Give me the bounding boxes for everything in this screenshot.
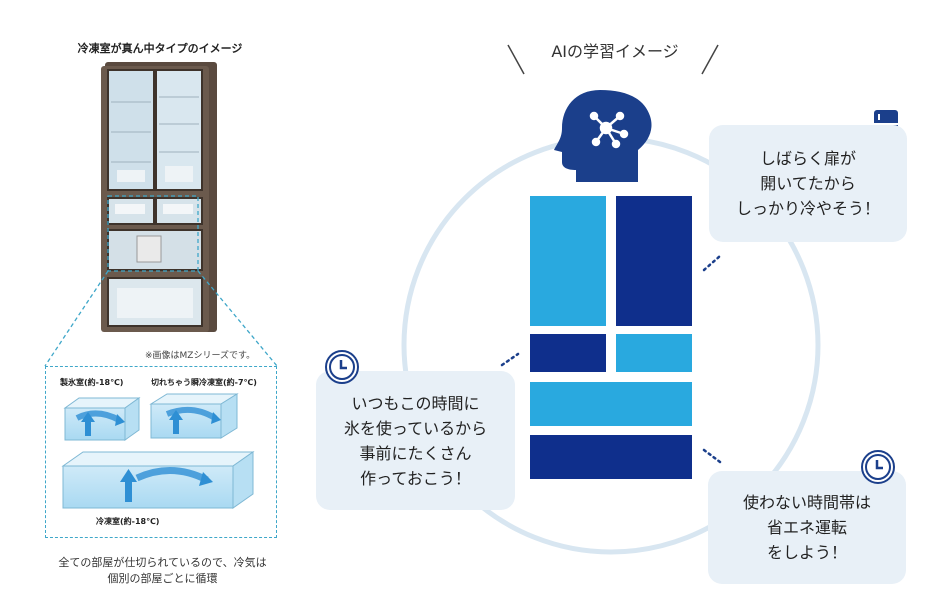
block-freezer-room [530,382,692,426]
freezer-compartment-box [61,451,255,509]
connector-door [702,254,722,272]
freezer-compartment-label: 冷凍室(約-18℃) [96,517,160,526]
title-slash-right [701,44,719,75]
refrigerator-image [101,62,217,332]
title-slash-left [507,44,525,75]
clock-icon [861,450,895,484]
soft-freeze-compartment-label: 切れちゃう瞬冷凍室(約-7℃) [151,378,257,387]
ai-head-icon [554,90,652,182]
block-soft-freeze-room [616,334,692,372]
left-panel-title: 冷凍室が真ん中タイプのイメージ [77,42,243,55]
connector-eco [702,448,722,464]
bubble-ice-text: いつもこの時間に 氷を使っているから 事前にたくさん 作っておこう！ [343,393,488,488]
clock-icon [325,350,359,384]
compartment-diagram [61,393,255,509]
ice-compartment-label: 製氷室(約-18℃) [60,378,124,387]
image-note: ※画像はMZシリーズです。 [145,351,256,361]
fridge-layout-blocks [530,196,692,479]
speech-bubble-door-open: しばらく扉が 開いてたから しっかり冷やそう！ [709,125,907,242]
speech-bubble-ice-making: いつもこの時間に 氷を使っているから 事前にたくさん 作っておこう！ [316,371,515,510]
block-ice-room [530,334,606,372]
speech-bubble-eco-mode: 使わない時間帯は 省エネ運転 をしよう！ [708,471,906,584]
left-panel-caption: 全ての部屋が仕切られているので、冷気は 個別の部屋ごとに循環 [58,556,267,585]
ai-learning-diagram [401,44,898,555]
block-right-door [616,196,692,326]
bubble-eco-text: 使わない時間帯は 省エネ運転 をしよう！ [742,493,871,562]
bubble-door-text: しばらく扉が 開いてたから しっかり冷やそう！ [735,149,880,218]
block-left-door [530,196,606,326]
ice-compartment-box [63,397,141,441]
connector-ice [500,352,520,367]
soft-freeze-compartment-box [149,393,239,439]
block-vegetable-room [530,435,692,479]
ai-learning-title: AIの学習イメージ [551,42,679,61]
